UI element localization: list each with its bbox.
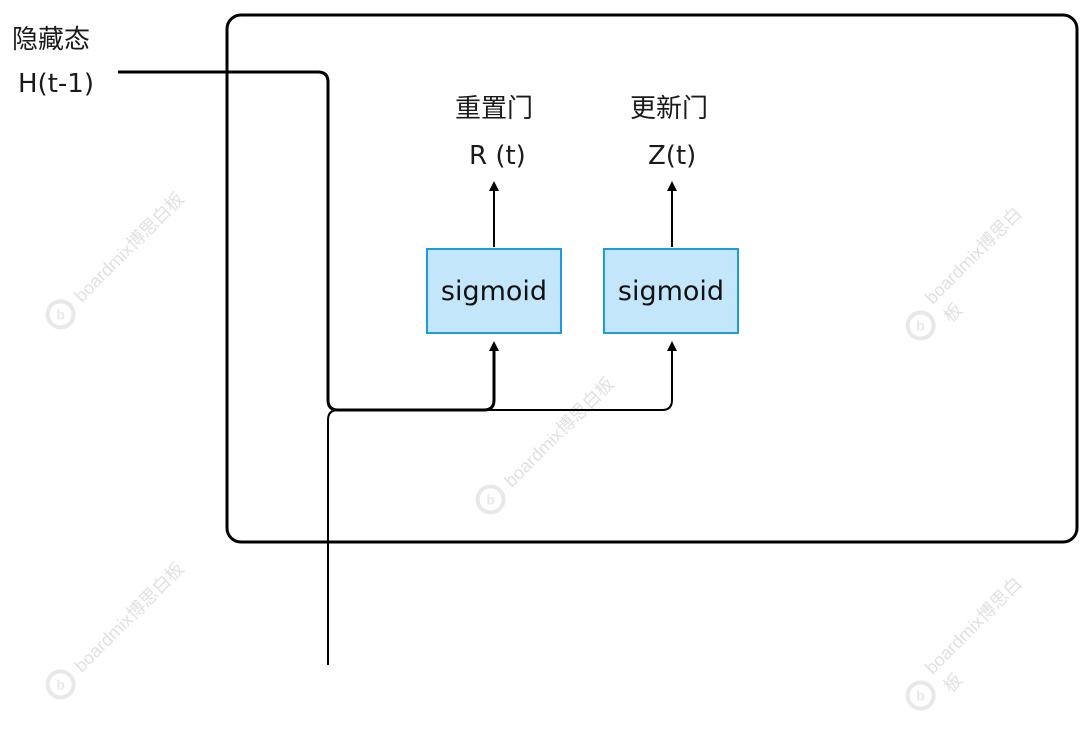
update-gate-sigmoid-label: sigmoid [617, 275, 725, 307]
hidden-state-wire [118, 70, 499, 412]
update-gate-symbol: Z(t) [648, 141, 697, 171]
update-gate-title: 更新门 [630, 94, 709, 124]
reset-gate-title: 重置门 [455, 94, 534, 124]
reset-gate-sigmoid-box: sigmoid [426, 248, 562, 334]
hidden-state-symbol: H(t-1) [18, 69, 94, 99]
hidden-state-title: 隐藏态 [12, 25, 91, 55]
input-wire [327, 341, 677, 665]
update-gate-sigmoid-box: sigmoid [603, 248, 739, 334]
diagram-wires [118, 13, 1079, 665]
reset-gate-sigmoid-label: sigmoid [440, 275, 548, 307]
reset-gate-symbol: R (t) [469, 141, 526, 171]
cell-frame [225, 13, 1079, 544]
